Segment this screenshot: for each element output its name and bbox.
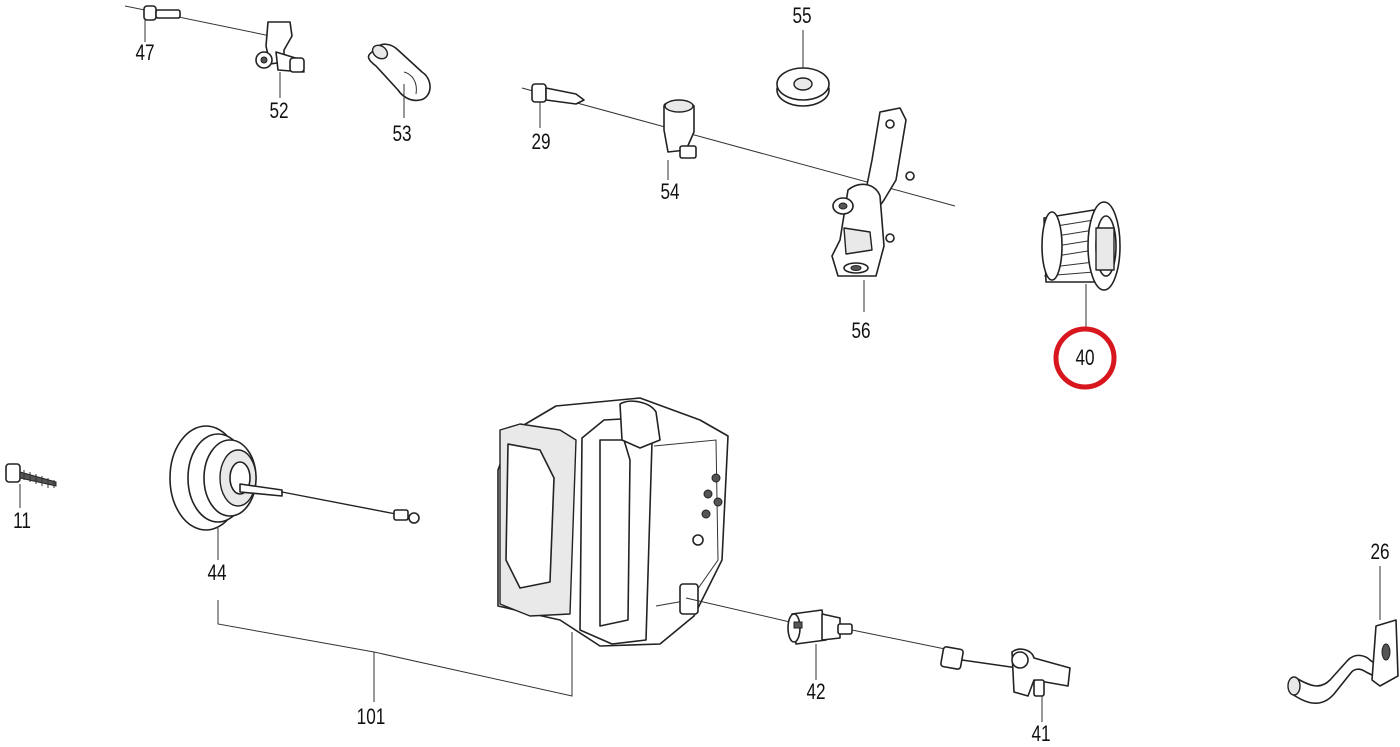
part-54-bracket — [663, 99, 697, 180]
part-56-lever-assembly — [831, 107, 915, 312]
part-101-housing — [497, 397, 791, 647]
part-40-threaded-plug — [1041, 201, 1121, 330]
part-55-grommet — [776, 30, 830, 107]
callout-52: 52 — [269, 98, 289, 123]
part-11-screw — [5, 463, 57, 508]
callout-41: 41 — [1031, 721, 1051, 746]
callout-29: 29 — [531, 129, 551, 154]
callout-44: 44 — [207, 560, 227, 585]
callout-40: 40 — [1075, 345, 1095, 370]
callout-54: 54 — [660, 179, 680, 204]
part-42-connector — [787, 609, 951, 680]
callout-56: 56 — [851, 318, 871, 343]
callout-11: 11 — [13, 508, 31, 533]
part-44-cap-with-sensor-wire — [169, 425, 420, 560]
part-52-clip — [255, 21, 305, 98]
highlight-circle — [1053, 326, 1117, 390]
callout-26: 26 — [1370, 539, 1390, 564]
part-47-screw — [124, 5, 291, 42]
callout-53: 53 — [392, 121, 412, 146]
callout-47: 47 — [135, 40, 155, 65]
bracket-101-lines — [217, 600, 573, 702]
part-26-bent-tube — [1287, 566, 1399, 704]
part-41-sensor-probe — [940, 646, 1071, 722]
callout-55: 55 — [792, 3, 812, 28]
callout-42: 42 — [806, 679, 826, 704]
part-53-elbow-hose — [367, 43, 431, 118]
callout-101: 101 — [356, 704, 386, 729]
